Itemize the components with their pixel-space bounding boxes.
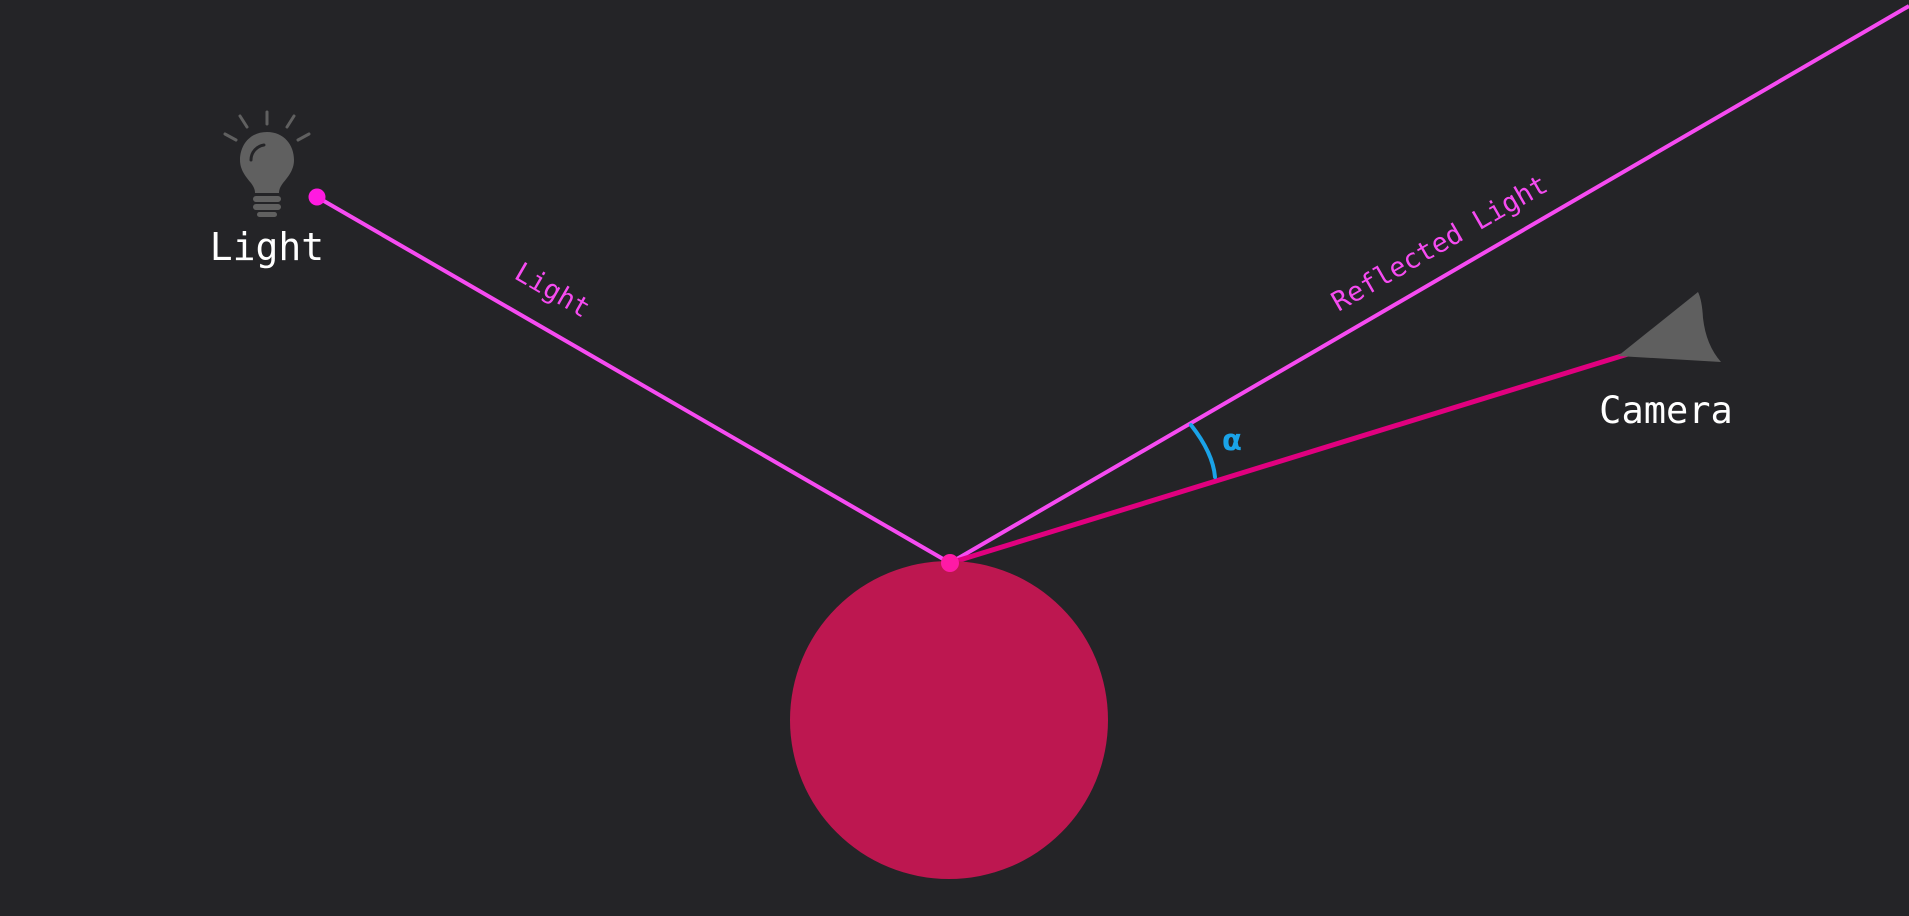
hit-point [941,554,959,572]
camera-frustum-icon [1618,292,1721,362]
light-bulb-icon [223,110,311,217]
light-source-label: Light [210,225,324,269]
reflected-light-ray [948,4,1909,565]
angle-arc [1189,423,1217,479]
sphere [790,561,1108,879]
angle-label: α [1222,423,1242,457]
incident-light-ray [315,195,952,565]
light-origin-point [308,188,326,206]
camera-view-ray [947,351,1631,566]
camera-label: Camera [1599,389,1733,432]
